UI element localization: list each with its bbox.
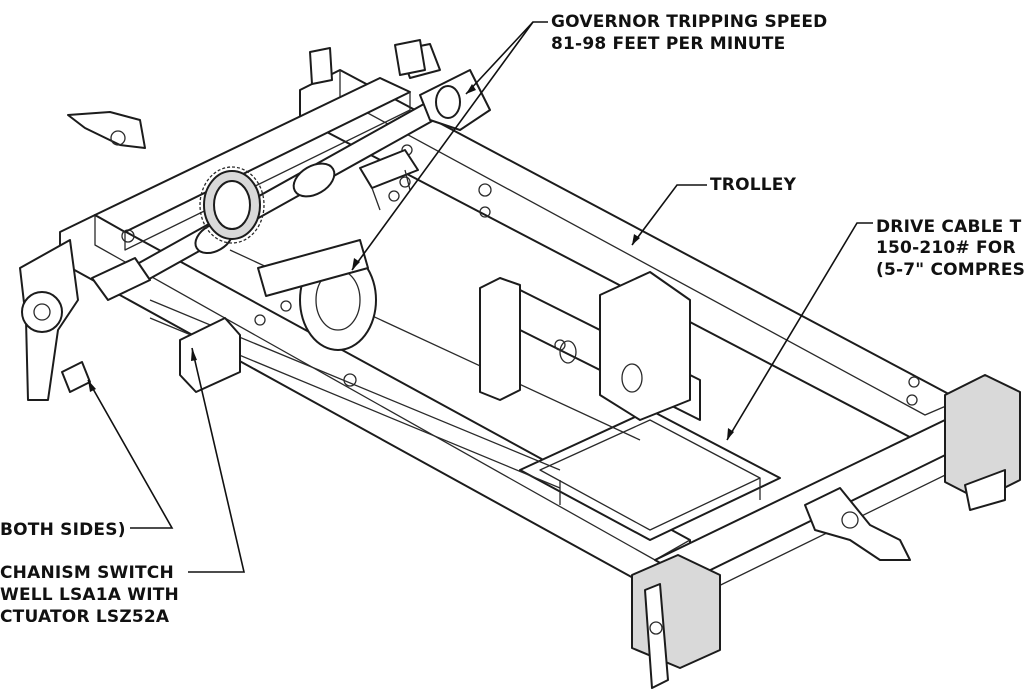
drive-cable-label-line3: (5-7" COMPRES	[876, 260, 1025, 280]
front-right-block	[631, 554, 721, 669]
governor-speed-label: GOVERNOR TRIPPING SPEED	[551, 12, 828, 32]
rear-clip	[67, 111, 146, 149]
governor-disc	[257, 239, 377, 351]
both-sides-label: BOTH SIDES)	[0, 520, 126, 540]
limit-switch-bracket	[179, 317, 241, 393]
rear-right-block	[944, 374, 1021, 501]
governor-speed-value: 81-98 FEET PER MINUTE	[551, 34, 785, 54]
bolts	[121, 144, 920, 406]
trolley-label: TROLLEY	[710, 175, 797, 195]
switch-label-line3: CTUATOR LSZ52A	[0, 607, 170, 627]
trolley-frame	[19, 39, 1021, 689]
cable-tension-cylinder	[479, 271, 701, 421]
sprocket-gear	[199, 166, 265, 244]
drive-cable-label-line2: 150-210# FOR	[876, 238, 1016, 258]
switch-label-line1: CHANISM SWITCH	[0, 563, 174, 583]
drive-cable-label-line1: DRIVE CABLE T	[876, 217, 1022, 237]
switch-label-line2: WELL LSA1A WITH	[0, 585, 179, 605]
center-crossmember	[519, 409, 781, 541]
leader-lines	[87, 21, 873, 573]
